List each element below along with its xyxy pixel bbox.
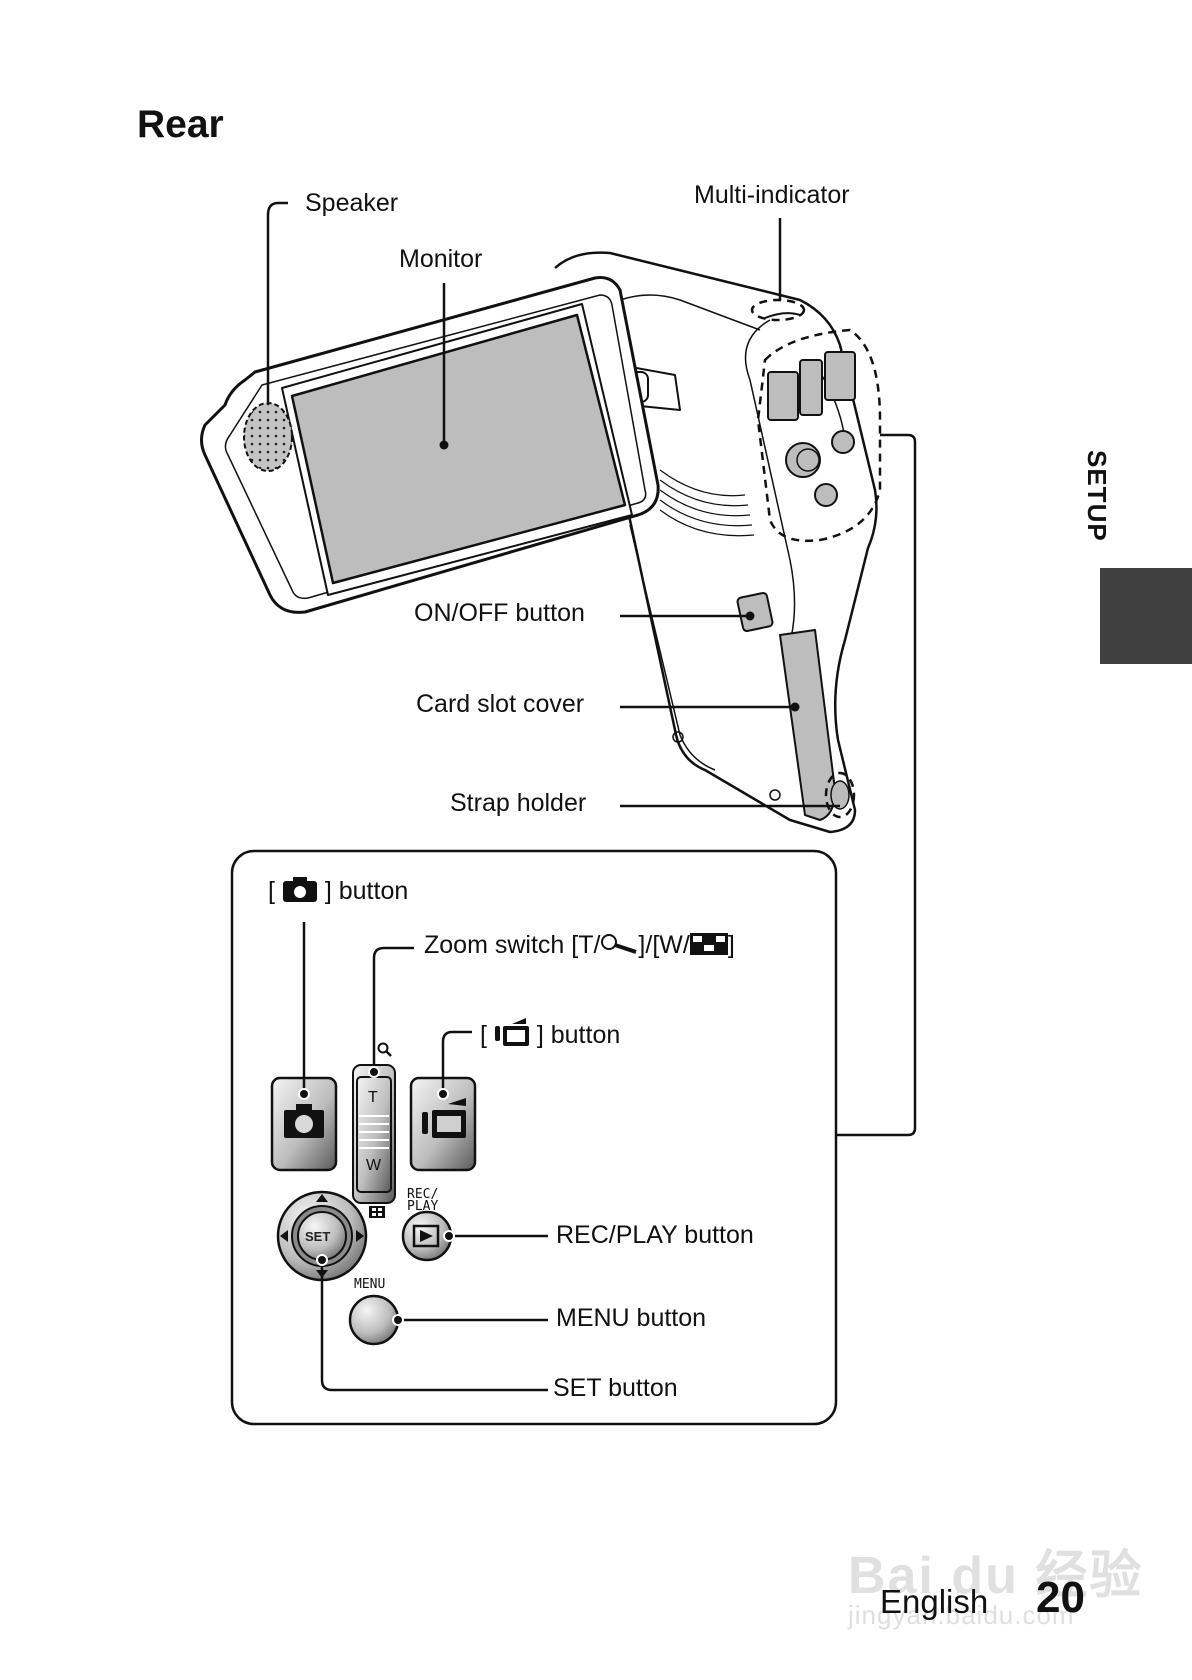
zoom-t-marking: T <box>368 1089 378 1106</box>
photo-button-label: [ ] button <box>268 877 409 905</box>
highlight-outlines <box>750 298 882 819</box>
watermark-brand: Bai du 经验 <box>848 1547 1144 1605</box>
monitor-label: Monitor <box>399 245 483 273</box>
magnifier-icon <box>601 934 638 954</box>
rec-play-marking-line1: REC/ <box>407 1187 439 1202</box>
watermark-url: jingyan.baidu.com <box>848 1600 1075 1630</box>
video-button-graphic <box>409 1076 477 1172</box>
side-tab-marker <box>1100 568 1192 664</box>
camera-icon <box>282 877 317 902</box>
footer-language: English <box>880 1583 989 1620</box>
menu-button-label: MENU button <box>556 1304 707 1332</box>
leader-dots-top <box>439 440 800 712</box>
photo-button-graphic <box>270 1076 338 1172</box>
rec-play-marking-line2: PLAY <box>407 1199 439 1214</box>
menu-marking: MENU <box>354 1277 386 1292</box>
video-camera-icon <box>494 1018 529 1046</box>
set-marking: SET <box>305 1229 331 1244</box>
leader-lines-inset <box>302 922 548 1392</box>
zoom-switch-graphic <box>352 1042 396 1218</box>
leader-lines-top <box>266 201 917 1137</box>
on-off-button-label: ON/OFF button <box>414 599 585 627</box>
monitor-panel <box>200 276 660 614</box>
thumbnail-grid-icon <box>689 933 728 955</box>
menu-button-graphic <box>348 1294 400 1346</box>
zoom-w-marking: W <box>366 1157 382 1174</box>
set-button-label: SET button <box>553 1374 678 1402</box>
page-number: 20 <box>1036 1573 1085 1622</box>
rec-play-button-label: REC/PLAY button <box>556 1221 754 1249</box>
leader-dots-inset <box>298 1066 455 1326</box>
speaker-label: Speaker <box>305 189 399 217</box>
zoom-switch-label: Zoom switch [T/ ]/[W/ ] <box>424 931 735 959</box>
set-dial-graphic <box>276 1190 368 1282</box>
inset-frame <box>230 849 838 1426</box>
strap-holder-label: Strap holder <box>450 789 587 817</box>
multi-indicator-label: Multi-indicator <box>694 181 850 209</box>
card-slot-cover-label: Card slot cover <box>416 690 585 718</box>
video-button-label: [ ] button <box>480 1018 620 1048</box>
section-title: Rear <box>137 103 224 146</box>
